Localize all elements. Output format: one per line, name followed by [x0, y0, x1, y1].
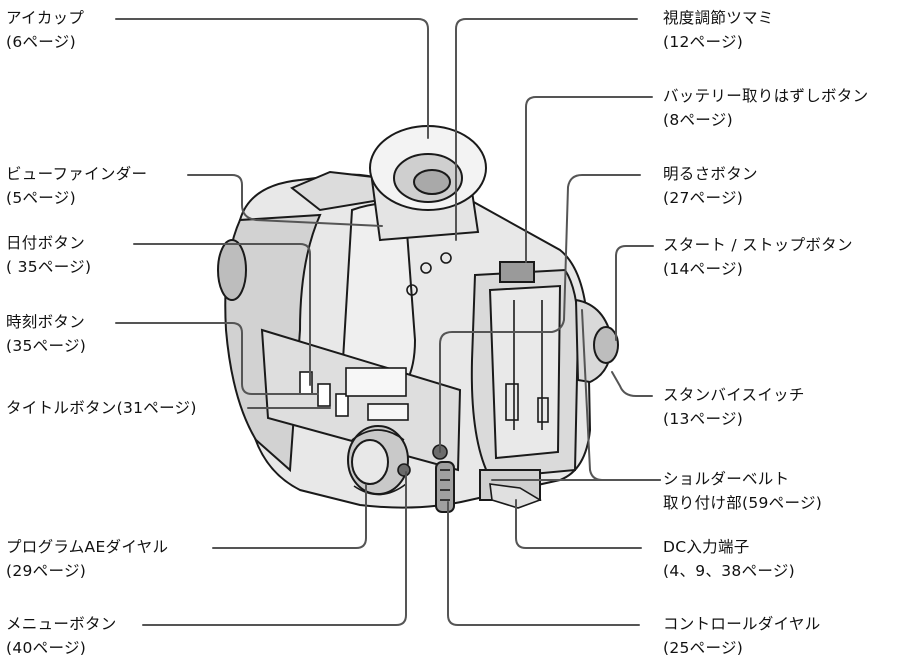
callout-standby-name: スタンバイスイッチ: [663, 386, 805, 404]
callout-program-ae-page: (29ページ): [6, 562, 87, 580]
callout-menu-page: (40ページ): [6, 639, 87, 657]
callout-shoulder-belt-page: 取り付け部(59ページ): [663, 494, 823, 512]
callout-control-dial: コントロールダイヤル (25ページ): [663, 612, 821, 660]
callout-standby: スタンバイスイッチ (13ページ): [663, 383, 805, 431]
callout-standby-page: (13ページ): [663, 410, 744, 428]
leader-bright: [439, 174, 641, 453]
callout-menu-name: メニューボタン: [6, 615, 117, 633]
callout-dc-in: DC入力端子 (4、9、38ページ): [663, 535, 795, 583]
callout-time-page: (35ページ): [6, 337, 87, 355]
callout-control-dial-name: コントロールダイヤル: [663, 615, 821, 633]
callout-date-name: 日付ボタン: [6, 234, 86, 252]
callout-eyecup-name: アイカップ: [6, 9, 85, 27]
leader-control-dial: [447, 501, 640, 626]
leader-start-stop: [615, 245, 654, 341]
leader-date: [133, 243, 311, 386]
leader-menu: [142, 471, 407, 626]
callout-viewfinder-name: ビューファインダー: [6, 165, 148, 183]
callout-time-button: 時刻ボタン (35ページ): [6, 310, 86, 358]
callout-time-name: 時刻ボタン: [6, 313, 86, 331]
leader-battery-release: [525, 96, 653, 263]
leader-program-ae: [212, 484, 367, 549]
callout-battery-release-page: (8ページ): [663, 111, 733, 129]
leader-eyecup: [115, 18, 429, 139]
callout-eyecup: アイカップ (6ページ): [6, 6, 84, 54]
callout-start-stop-page: (14ページ): [663, 260, 744, 278]
callout-viewfinder: ビューファインダー (5ページ): [6, 162, 147, 210]
leader-dc-in: [515, 499, 642, 549]
callout-bright-button: 明るさボタン (27ページ): [663, 162, 758, 210]
callout-bright-page: (27ページ): [663, 189, 744, 207]
callout-title-button: タイトルボタン(31ページ): [6, 396, 197, 420]
callout-dc-in-page: (4、9、38ページ): [663, 562, 796, 580]
callout-shoulder-belt-name: ショルダーベルト: [663, 470, 790, 488]
callout-viewfinder-page: (5ページ): [6, 189, 76, 207]
camcorder-body: [217, 125, 619, 513]
callout-battery-release-name: バッテリー取りはずしボタン: [663, 87, 869, 105]
callout-date-button: 日付ボタン ( 35ページ): [6, 231, 91, 279]
callout-battery-release: バッテリー取りはずしボタン (8ページ): [663, 84, 868, 132]
leader-standby: [611, 371, 653, 397]
callout-menu-button: メニューボタン (40ページ): [6, 612, 117, 660]
callout-eyecup-page: (6ページ): [6, 33, 76, 51]
callout-date-page: ( 35ページ): [6, 258, 92, 276]
callout-bright-name: 明るさボタン: [663, 165, 758, 183]
callout-diopter: 視度調節ツマミ (12ページ): [663, 6, 774, 54]
leader-viewfinder: [187, 174, 383, 227]
leader-diopter: [455, 18, 638, 241]
callout-shoulder-belt: ショルダーベルト 取り付け部(59ページ): [663, 467, 822, 515]
callout-program-ae-name: プログラムAEダイヤル: [6, 538, 169, 556]
leader-lines: [115, 18, 661, 626]
callout-start-stop: スタート / ストップボタン (14ページ): [663, 233, 853, 281]
callout-dc-in-name: DC入力端子: [663, 538, 750, 556]
callout-control-dial-page: (25ページ): [663, 639, 744, 657]
leader-time: [115, 322, 319, 395]
callout-program-ae: プログラムAEダイヤル (29ページ): [6, 535, 168, 583]
callout-diopter-page: (12ページ): [663, 33, 744, 51]
callout-start-stop-name: スタート / ストップボタン: [663, 236, 853, 254]
callout-title-name: タイトルボタン(31ページ): [6, 399, 197, 417]
callout-diopter-name: 視度調節ツマミ: [663, 9, 774, 27]
camcorder-details: [299, 252, 549, 509]
